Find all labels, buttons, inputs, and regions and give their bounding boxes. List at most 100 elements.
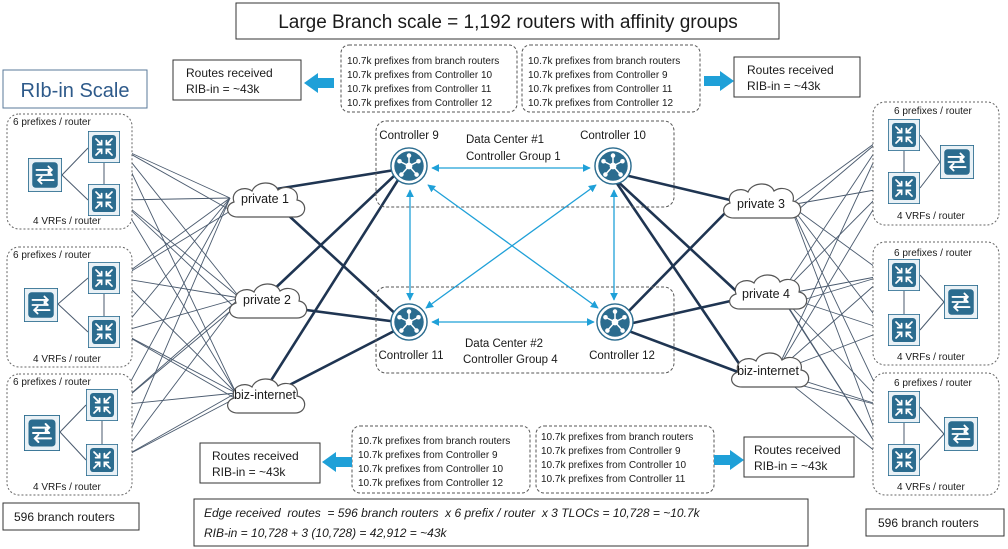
rib-label: RIb-in Scale bbox=[21, 80, 130, 102]
controllers: Controller 9 Controller 10 Controller 11… bbox=[379, 130, 655, 362]
routes-box-top-left bbox=[172, 59, 302, 101]
dc2-name: Data Center #2 bbox=[465, 338, 543, 350]
router-icon bbox=[888, 259, 920, 291]
prefix-line: 10.7k prefixes from Controller 11 bbox=[541, 474, 686, 485]
controller-10-label: Controller 10 bbox=[580, 130, 646, 142]
router-icon bbox=[888, 314, 920, 346]
dc1-name: Data Center #1 bbox=[466, 134, 544, 146]
right2-prefixes: 6 prefixes / router bbox=[894, 248, 972, 259]
controller-icon bbox=[390, 147, 428, 185]
arrow-icon bbox=[304, 73, 334, 93]
prefix-line: 10.7k prefixes from branch routers bbox=[358, 436, 510, 447]
routes-title: Routes received bbox=[186, 66, 273, 80]
switch-icon bbox=[24, 288, 58, 322]
prefix-box-bottom-left bbox=[351, 425, 531, 494]
prefix-box-bottom-right bbox=[535, 425, 715, 494]
right1-vrfs: 4 VRFs / router bbox=[897, 211, 965, 222]
datacenter-1-box bbox=[375, 120, 675, 208]
left1-vrfs: 4 VRFs / router bbox=[33, 216, 101, 227]
prefix-line: 10.7k prefixes from Controller 9 bbox=[528, 70, 668, 81]
cloud-biz-internet-right-label: biz-internet bbox=[737, 364, 799, 378]
controller-icon bbox=[390, 303, 428, 341]
right1-prefixes: 6 prefixes / router bbox=[894, 106, 972, 117]
router-icon bbox=[86, 389, 118, 421]
router-icon bbox=[888, 444, 920, 476]
router-icon bbox=[888, 119, 920, 151]
datacenter-2-box bbox=[375, 286, 675, 374]
branch-count-right: 596 branch routers bbox=[878, 516, 979, 530]
prefix-line: 10.7k prefixes from Controller 12 bbox=[528, 98, 674, 109]
cloud-private-2-label: private 2 bbox=[243, 293, 291, 307]
rib-label-box bbox=[2, 69, 148, 109]
branch-links-left bbox=[117, 147, 241, 461]
branch-count-left-box bbox=[2, 502, 140, 531]
title-box bbox=[235, 2, 780, 40]
routes-title: Routes received bbox=[754, 443, 841, 457]
dc1-group: Controller Group 1 bbox=[466, 151, 561, 163]
left3-vrfs: 4 VRFs / router bbox=[33, 482, 101, 493]
prefix-line: 10.7k prefixes from Controller 10 bbox=[358, 464, 504, 475]
router-icon bbox=[88, 316, 120, 348]
routes-box-bottom-right bbox=[743, 436, 855, 478]
right3-vrfs: 4 VRFs / router bbox=[897, 482, 965, 493]
transport-links bbox=[263, 168, 742, 397]
right2-vrfs: 4 VRFs / router bbox=[897, 352, 965, 363]
arrow-icon bbox=[714, 450, 744, 470]
right3-prefixes: 6 prefixes / router bbox=[894, 378, 972, 389]
router-icon bbox=[888, 391, 920, 423]
routes-box-top-right bbox=[733, 56, 861, 98]
controller-11-label: Controller 11 bbox=[379, 350, 444, 362]
prefix-box-top-right bbox=[521, 44, 701, 113]
switch-icon bbox=[944, 417, 978, 451]
formula-line-2: RIB-in = 10,728 + 3 (10,728) = 42,912 = … bbox=[204, 526, 448, 540]
controller-12-label: Controller 12 bbox=[589, 350, 655, 362]
prefix-line: 10.7k prefixes from Controller 9 bbox=[541, 446, 681, 457]
cloud-private-1-label: private 1 bbox=[241, 192, 289, 206]
cloud-private-3-label: private 3 bbox=[737, 197, 785, 211]
prefix-line: 10.7k prefixes from Controller 12 bbox=[358, 478, 504, 489]
prefix-line: 10.7k prefixes from branch routers bbox=[541, 432, 693, 443]
controller-icon bbox=[596, 303, 634, 341]
left1-prefixes: 6 prefixes / router bbox=[13, 117, 91, 128]
prefix-line: 10.7k prefixes from Controller 10 bbox=[347, 70, 493, 81]
switch-icon bbox=[940, 145, 974, 179]
switch-icon bbox=[24, 415, 60, 451]
router-icon bbox=[88, 184, 120, 216]
routes-title: Routes received bbox=[747, 63, 834, 77]
routes-ribin: RIB-in = ~43k bbox=[186, 82, 260, 96]
left2-vrfs: 4 VRFs / router bbox=[33, 354, 101, 365]
formula-box bbox=[193, 498, 809, 547]
arrow-icon bbox=[322, 452, 352, 472]
branch-count-left: 596 branch routers bbox=[14, 510, 115, 524]
cloud-biz-internet-left-label: biz-internet bbox=[234, 388, 296, 402]
router-icon bbox=[88, 131, 120, 163]
routes-box-bottom-left bbox=[199, 442, 321, 484]
prefix-line: 10.7k prefixes from Controller 11 bbox=[528, 84, 673, 95]
routes-ribin: RIB-in = ~43k bbox=[754, 459, 828, 473]
prefix-line: 10.7k prefixes from branch routers bbox=[528, 56, 680, 67]
controller-9-label: Controller 9 bbox=[379, 130, 438, 142]
page-title: Large Branch scale = 1,192 routers with … bbox=[278, 12, 738, 33]
prefix-line: 10.7k prefixes from Controller 12 bbox=[347, 98, 493, 109]
router-icon bbox=[86, 444, 118, 476]
arrow-icon bbox=[704, 71, 734, 91]
controller-icon bbox=[594, 147, 632, 185]
left-devices bbox=[24, 131, 120, 476]
dc2-group: Controller Group 4 bbox=[463, 354, 558, 366]
left3-prefixes: 6 prefixes / router bbox=[13, 377, 91, 388]
prefix-box-top-left bbox=[340, 44, 518, 113]
routes-ribin: RIB-in = ~43k bbox=[747, 79, 821, 93]
branch-count-right-box bbox=[865, 508, 1005, 537]
left2-prefixes: 6 prefixes / router bbox=[13, 250, 91, 261]
prefix-line: 10.7k prefixes from Controller 10 bbox=[541, 460, 687, 471]
right-branch-groups bbox=[872, 101, 1000, 496]
cloud-private-4-label: private 4 bbox=[742, 287, 790, 301]
router-icon bbox=[88, 262, 120, 294]
right-devices bbox=[888, 119, 978, 476]
prefix-line: 10.7k prefixes from Controller 11 bbox=[347, 84, 492, 95]
switch-icon bbox=[28, 158, 62, 192]
routes-title: Routes received bbox=[212, 449, 299, 463]
formula-line-1: Edge received routes = 596 branch router… bbox=[204, 506, 701, 520]
prefix-line: 10.7k prefixes from Controller 9 bbox=[358, 450, 498, 461]
